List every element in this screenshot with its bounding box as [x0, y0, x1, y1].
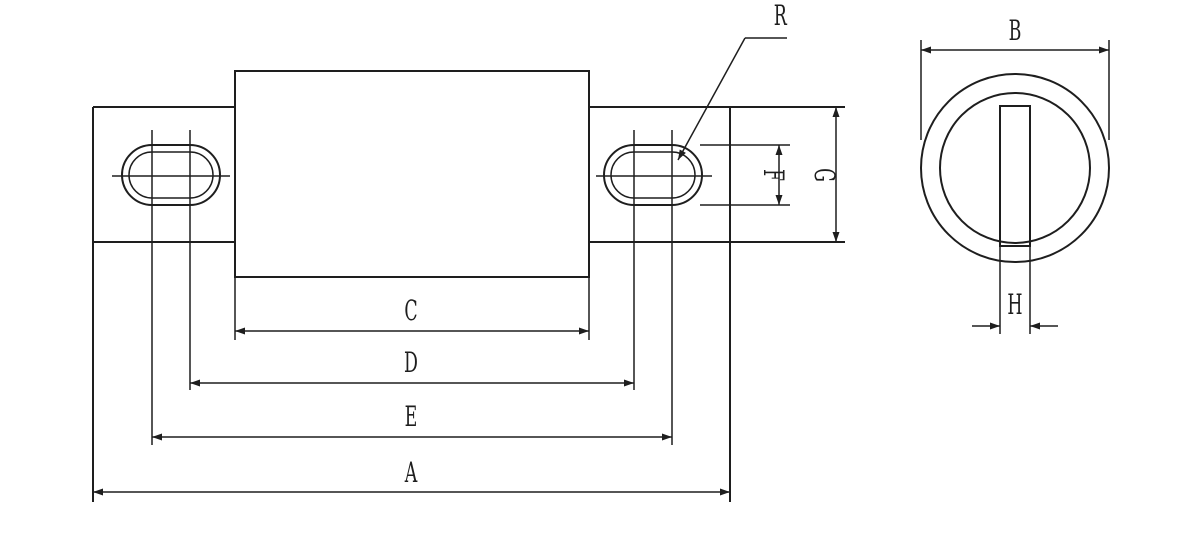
inner-ring [939, 92, 1091, 244]
dimension-e: E [152, 401, 672, 441]
dimension-r: R [677, 0, 788, 161]
dimension-a: A [93, 457, 730, 496]
label-g: G [808, 168, 840, 182]
dimension-f: F [700, 144, 790, 206]
dimension-d: D [190, 347, 634, 387]
label-a: A [404, 457, 418, 489]
label-r: R [774, 0, 788, 32]
label-d: D [404, 347, 418, 379]
label-e: E [405, 401, 418, 433]
right-mounting-slot [596, 130, 712, 445]
blade-section [999, 105, 1031, 247]
label-h: H [1007, 289, 1022, 321]
dimension-b: B [920, 15, 1110, 140]
label-f: F [757, 169, 789, 181]
dimension-g: G [808, 107, 840, 242]
side-view: B H [920, 15, 1110, 334]
mounting-blade [92, 106, 845, 502]
label-c: C [404, 295, 417, 327]
label-b: B [1009, 15, 1022, 47]
dimension-c: C [234, 277, 590, 340]
outer-cap [920, 73, 1110, 263]
front-view: C D E A F G [92, 0, 845, 502]
fuse-body [234, 70, 590, 278]
left-mounting-slot [112, 130, 230, 445]
dimension-h: H [972, 246, 1058, 334]
